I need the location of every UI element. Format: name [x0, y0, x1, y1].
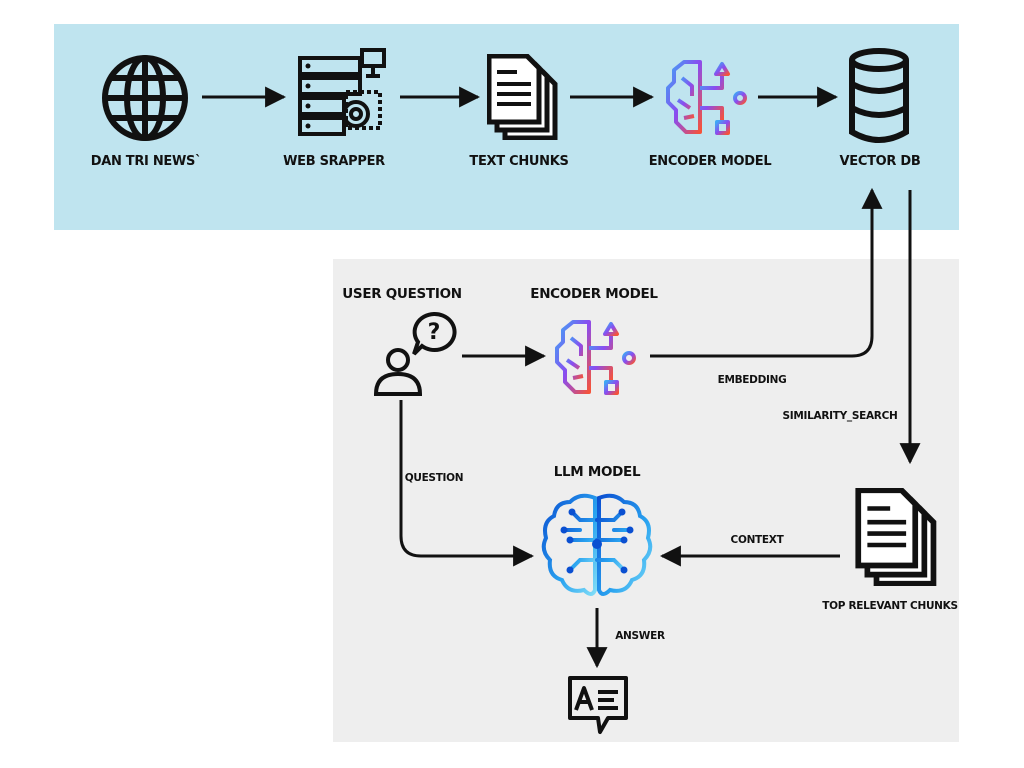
node-label-vectordb: VECTOR DB [839, 154, 921, 169]
edge-label-question: QUESTION [404, 472, 464, 484]
edge-label-similarity: SIMILARITY_SEARCH [782, 410, 898, 422]
brain-circuit-icon [541, 493, 653, 596]
top-chunks-label: TOP RELEVANT CHUNKS [822, 600, 958, 612]
edge-label-context: CONTEXT [730, 534, 784, 546]
user-question-label: USER QUESTION [342, 286, 462, 302]
query-encoder-label: ENCODER MODEL [530, 286, 658, 302]
llm-label: LLM MODEL [553, 464, 641, 480]
documents-icon [487, 54, 558, 140]
node-label-chunks: TEXT CHUNKS [469, 154, 569, 169]
documents-icon [855, 488, 937, 586]
node-label-encoder: ENCODER MODEL [648, 154, 772, 169]
encoder-icon [666, 60, 747, 135]
svg-text:?: ? [428, 320, 441, 345]
node-label-scraper: WEB SRAPPER [283, 154, 385, 169]
database-icon [849, 48, 909, 143]
edge-label-embedding: EMBEDDING [717, 374, 787, 386]
server-gear-icon [298, 48, 386, 136]
user-question-icon: ? [373, 311, 457, 396]
encoder-icon [555, 320, 636, 395]
globe-icon [102, 55, 188, 141]
answer-bubble-icon [568, 676, 628, 734]
edge-label-answer: ANSWER [615, 630, 665, 642]
node-label-source: DAN TRI NEWS` [90, 154, 202, 169]
